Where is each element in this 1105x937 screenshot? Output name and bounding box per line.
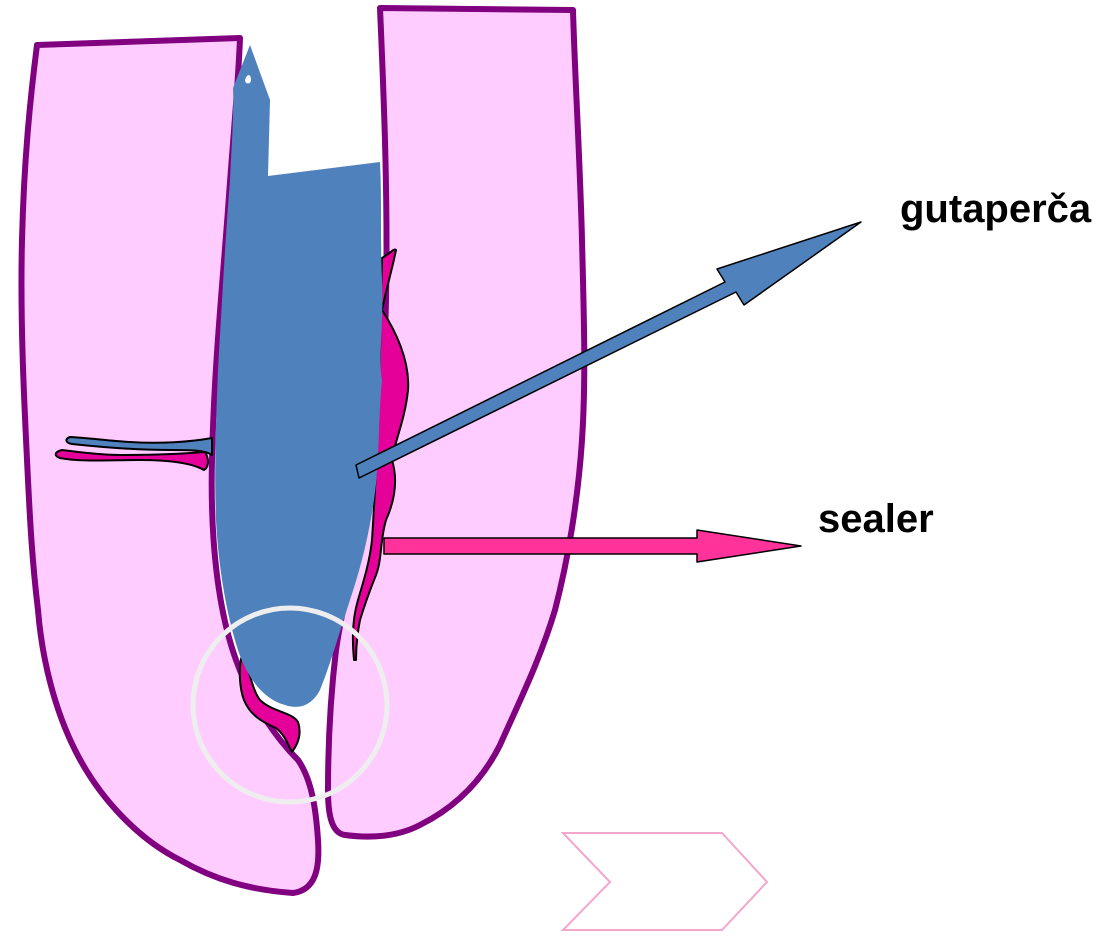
gutta-percha-label: gutaperča	[900, 187, 1092, 231]
gutta-percha-tip-notch	[244, 74, 252, 85]
sealer-label: sealer	[818, 497, 934, 541]
chevron-right-icon	[563, 833, 767, 930]
next-slide-button[interactable]	[563, 833, 767, 930]
